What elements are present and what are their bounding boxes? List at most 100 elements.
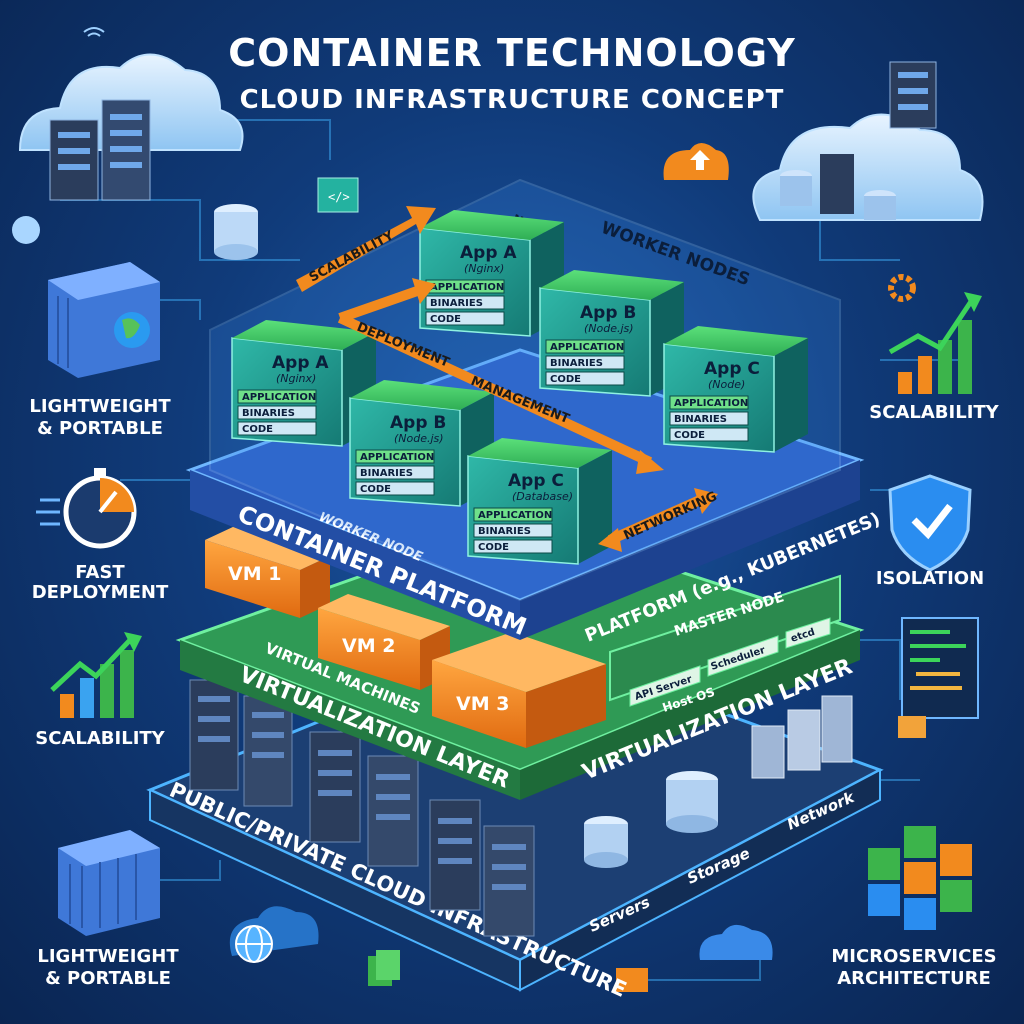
code-window-icon: </> [317, 177, 359, 213]
container-layer-label: APPLICATION [674, 398, 748, 409]
vm-1-label: VM 1 [228, 563, 281, 585]
code-screen-icon [901, 617, 979, 719]
left-label-2-line1: FAST [75, 562, 125, 583]
container-cube: App C(Database) APPLICATION BINARIES CODE [467, 438, 612, 565]
container-layer-label: APPLICATION [242, 392, 316, 403]
container-cube: App C(Node) APPLICATION BINARIES CODE [663, 326, 808, 453]
container-layer-bar [545, 355, 625, 370]
container-layer-label: CODE [430, 314, 461, 325]
container-layer-label: BINARIES [674, 414, 727, 425]
container-layer-bar [425, 311, 505, 326]
container-name: App A [460, 243, 517, 263]
deployment-arrow [337, 278, 664, 474]
container-layer-label: APPLICATION [360, 452, 434, 463]
container-cube: App B(Node.js) APPLICATION BINARIES CODE [539, 270, 684, 397]
container-layer-bar [237, 405, 317, 420]
left-label-3: SCALABILITY [35, 728, 165, 749]
container-name: App C [508, 471, 564, 491]
container-layer-label: BINARIES [430, 298, 483, 309]
container-subtitle: (Node) [708, 378, 745, 391]
microservices-cubes-icon [868, 826, 972, 930]
database-icon [12, 216, 40, 244]
scheduler-box [707, 635, 779, 677]
cube-side [578, 450, 612, 564]
vm-2-label: VM 2 [342, 635, 395, 657]
left-label-4-line2: & PORTABLE [45, 968, 171, 989]
folder-icon [616, 968, 648, 992]
page-title: CONTAINER TECHNOLOGY [228, 31, 795, 75]
left-label-2-line2: DEPLOYMENT [32, 582, 169, 603]
cube-side [774, 338, 808, 452]
container-subtitle: (Nginx) [276, 372, 316, 385]
container-layer-label: BINARIES [360, 468, 413, 479]
container-cube: App B(Node.js) APPLICATION BINARIES CODE [349, 380, 494, 507]
svg-text:</>: </> [328, 190, 350, 204]
container-layer-bar [473, 539, 553, 554]
container-layer-label: CODE [478, 542, 509, 553]
container-subtitle: (Nginx) [464, 262, 504, 275]
container-layer-label: APPLICATION [550, 342, 624, 353]
container-layer-bar [237, 389, 317, 404]
container-name: App A [272, 353, 329, 373]
container-subtitle: (Node.js) [584, 322, 634, 335]
container-name: App C [704, 359, 760, 379]
container-layer-label: APPLICATION [478, 510, 552, 521]
container-name: App B [390, 413, 446, 433]
container-layer-bar [545, 371, 625, 386]
cube-top [468, 438, 612, 468]
left-label-4-line1: LIGHTWEIGHT [37, 946, 179, 967]
globe-cloud-icon [229, 906, 319, 963]
container-layer-bar [355, 465, 435, 480]
right-label-1: SCALABILITY [869, 402, 999, 423]
shipping-container-icon [58, 830, 160, 936]
container-layer-bar [669, 427, 749, 442]
container-layer-bar [545, 339, 625, 354]
stopwatch-icon [36, 468, 137, 549]
container-layer-bar [425, 295, 505, 310]
cube-top [420, 210, 564, 240]
vm-3-block [432, 632, 606, 748]
storage-cylinders-icon [584, 771, 718, 868]
cube-top [350, 380, 494, 410]
server-rack-icon [889, 61, 937, 129]
cloud-servers-icon [18, 53, 244, 201]
folder-icon [898, 716, 926, 738]
container-layer-label: BINARIES [478, 526, 531, 537]
container-layer-label: CODE [242, 424, 273, 435]
container-layer-bar [355, 481, 435, 496]
container-layer-label: CODE [360, 484, 391, 495]
network-servers-icon [751, 695, 853, 779]
container-layer-bar [355, 449, 435, 464]
right-label-3-line2: ARCHITECTURE [837, 968, 991, 989]
container-layer-label: BINARIES [550, 358, 603, 369]
api-server-box [629, 665, 701, 707]
container-layer-label: CODE [674, 430, 705, 441]
left-label-1-line1: LIGHTWEIGHT [29, 396, 171, 417]
container-layer-bar [473, 523, 553, 538]
wifi-icon [83, 27, 105, 37]
container-layer-label: APPLICATION [430, 282, 504, 293]
networking-arrow [598, 488, 718, 552]
growth-chart-icon [50, 632, 142, 718]
cube-top [232, 320, 376, 350]
container-layer-label: BINARIES [242, 408, 295, 419]
cloud-database-icon [752, 113, 984, 221]
container-layer-bar [669, 395, 749, 410]
cloud-icon [699, 924, 773, 960]
shield-icon [888, 474, 972, 572]
container-subtitle: (Node.js) [394, 432, 444, 445]
server-racks [189, 679, 535, 937]
container-name: App B [580, 303, 636, 323]
container-cube: App A(Nginx) APPLICATION BINARIES CODE [419, 210, 564, 337]
container-subtitle: (Database) [512, 490, 573, 503]
vm-1-block [205, 526, 330, 618]
container-layer-bar [237, 421, 317, 436]
container-layer-bar [473, 507, 553, 522]
container-layer-label: CODE [550, 374, 581, 385]
cube-top [664, 326, 808, 356]
master-node-panel [609, 574, 841, 702]
left-label-1-line2: & PORTABLE [37, 418, 163, 439]
database-icon [214, 204, 258, 260]
